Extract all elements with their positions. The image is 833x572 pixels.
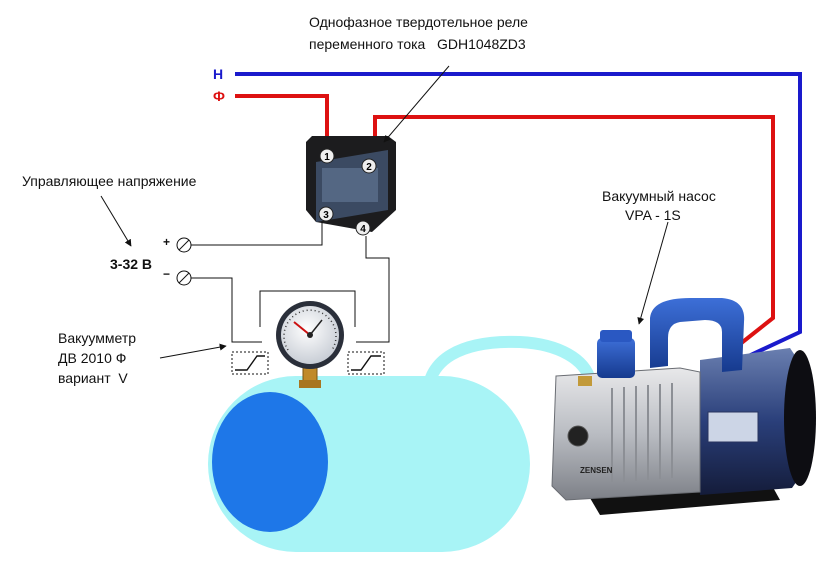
- pump-oil-cap: [597, 338, 635, 378]
- relay-terminal-2: [361, 158, 377, 174]
- control-voltage-range: 3-32 В: [110, 256, 153, 272]
- gauge-contact-symbol-left: [231, 351, 269, 375]
- phase-label: Ф: [213, 88, 225, 104]
- control-terminal-minus: [176, 270, 192, 286]
- neutral-wire: [235, 72, 802, 362]
- control-minus-sign: −: [163, 267, 171, 281]
- pump-label-line2: VPA - 1S: [625, 207, 681, 223]
- vacuum-gauge: [276, 301, 344, 388]
- relay-label-plate: [322, 168, 378, 202]
- control-plus-sign: +: [163, 235, 171, 249]
- control-plus-wire: [191, 222, 323, 246]
- gauge-needle: [293, 321, 311, 336]
- gauge-label-line1: Вакуумметр: [58, 330, 137, 346]
- gauge-contact-loop: [259, 290, 356, 327]
- control-callout-arrow: [100, 195, 132, 247]
- pump-body: [551, 367, 701, 501]
- relay-title-line2: переменного тока GDH1048ZD3: [309, 36, 526, 52]
- pump-nameplate: [707, 411, 759, 443]
- terminal-4-label: 4: [360, 224, 366, 235]
- relay-terminal-4: [355, 220, 371, 236]
- pump-callout-arrow: [637, 221, 669, 325]
- pump-inlet-fitting: [578, 376, 592, 386]
- control-voltage-label: Управляющее напряжение: [22, 173, 197, 189]
- vacuum-hose: [422, 335, 596, 401]
- control-terminal-plus: [176, 237, 192, 253]
- vacuum-pump: ZENSEN: [551, 298, 816, 515]
- gauge-label-line2: ДВ 2010 Ф: [58, 350, 127, 366]
- relay-callout-arrow: [383, 65, 450, 143]
- control-minus-wire: [191, 277, 262, 343]
- gauge-callout-arrow: [159, 343, 227, 359]
- relay-terminal-3: [318, 206, 334, 222]
- relay-to-gauge-wire: [356, 236, 390, 343]
- phase-wire-to-relay: [235, 94, 329, 140]
- terminal-1-label: 1: [324, 152, 330, 163]
- phase-wire-to-pump: [373, 115, 775, 354]
- pump-label-line1: Вакуумный насос: [602, 188, 716, 204]
- vacuum-tank: [208, 376, 530, 552]
- terminal-2-label: 2: [366, 162, 372, 173]
- relay-terminal-1: [319, 148, 335, 164]
- neutral-label: Н: [213, 66, 224, 82]
- solid-state-relay: 1 2 3 4: [306, 136, 396, 236]
- tank-end-cap: [212, 392, 328, 532]
- pump-sight-glass: [567, 425, 589, 447]
- pump-brand-text: ZENSEN: [580, 466, 613, 475]
- pump-fins: [611, 383, 673, 482]
- terminal-3-label: 3: [323, 210, 329, 221]
- pump-handle: [650, 298, 745, 372]
- relay-title-line1: Однофазное твердотельное реле: [309, 14, 528, 30]
- gauge-contact-symbol-right: [347, 351, 385, 375]
- pump-fan-cover: [784, 350, 816, 486]
- gauge-label-line3: вариант V: [58, 370, 128, 386]
